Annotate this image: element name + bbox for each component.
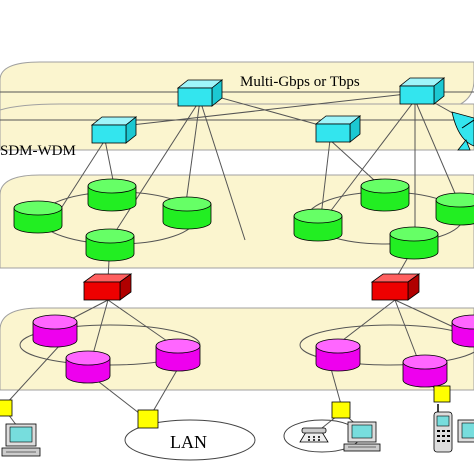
access-node	[65, 350, 111, 384]
gateway-switch	[82, 273, 133, 301]
metro-node	[293, 208, 343, 242]
access-point	[331, 401, 351, 419]
backbone-plane	[0, 61, 474, 151]
backbone-switch	[176, 79, 224, 107]
access-point	[433, 385, 451, 403]
access-point	[137, 409, 159, 429]
metro-node	[389, 226, 439, 260]
satellite-dish-icon	[451, 111, 474, 151]
access-nodes	[32, 314, 474, 388]
access-node	[402, 354, 448, 388]
sdm-wdm-label: SDM-WDM	[0, 143, 76, 159]
access-plane	[0, 307, 474, 391]
access-node	[451, 314, 474, 348]
backbone-rate-label: Multi-Gbps or Tbps	[240, 74, 360, 90]
computer-icon	[1, 423, 41, 457]
metro-node	[360, 178, 410, 212]
metro-nodes	[13, 178, 474, 262]
computer-icon	[343, 421, 381, 452]
access-node	[155, 338, 201, 372]
gateway-switch	[370, 273, 421, 301]
metro-node	[162, 196, 212, 230]
metro-node	[85, 228, 135, 262]
telephone-icon	[299, 427, 329, 443]
cell-phone-icon	[433, 404, 453, 453]
backbone-switch	[90, 116, 138, 144]
access-node	[315, 338, 361, 372]
metro-node	[435, 192, 474, 226]
access-point	[0, 399, 13, 417]
backbone-switch	[398, 77, 446, 105]
access-node	[32, 314, 78, 348]
metro-node	[87, 178, 137, 212]
backbone-switch	[314, 115, 362, 143]
computer-icon	[457, 419, 474, 443]
metro-node	[13, 200, 63, 234]
lan-label: LAN	[170, 432, 207, 452]
